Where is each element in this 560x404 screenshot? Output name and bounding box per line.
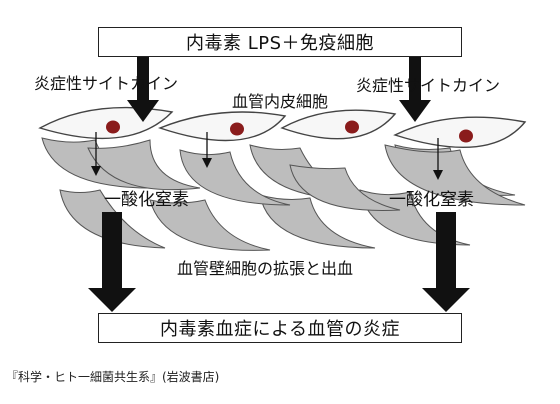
cell-nucleus	[106, 120, 120, 134]
endotoxemia-diagram	[38, 57, 527, 312]
thick-arrows	[88, 57, 470, 312]
endothelial-cell	[280, 109, 397, 140]
endothelial-cell	[38, 106, 174, 140]
endothelial-cell	[393, 116, 527, 148]
nitric-oxide-label-right: 一酸化窒素	[389, 190, 474, 210]
endothelial-cells	[38, 106, 527, 148]
bottom-box: 内毒素血症による血管の炎症	[98, 313, 462, 343]
vessel-wall-label: 血管壁細胞の拡張と出血	[177, 259, 354, 278]
wall-cell	[149, 199, 271, 251]
arrow-down-right	[422, 212, 470, 312]
thin-arrows	[91, 132, 443, 180]
cytokine-label-left: 炎症性サイトカイン	[34, 74, 179, 93]
wall-cell	[384, 144, 526, 206]
wall-cell	[289, 164, 401, 211]
cell-nucleus	[345, 120, 359, 134]
nitric-oxide-label-left: 一酸化窒素	[104, 190, 189, 210]
vessel-wall-cells-front	[87, 139, 526, 211]
endothelial-cell	[157, 111, 287, 142]
source-caption: 『科学・ヒト一細菌共生系』(岩波書店)	[6, 370, 220, 384]
wall-cell	[259, 194, 376, 249]
endothelial-label: 血管内皮細胞	[232, 92, 329, 111]
cell-nucleus	[230, 122, 244, 136]
cell-nucleus	[459, 129, 473, 143]
arrow-top-left	[127, 57, 159, 122]
arrow-top-right	[399, 57, 431, 122]
wall-cell	[87, 139, 201, 191]
arrow-down-left	[88, 212, 136, 312]
top-box: 内毒素 LPS＋免疫細胞	[98, 27, 462, 57]
cytokine-label-right: 炎症性サイトカイン	[356, 76, 501, 95]
